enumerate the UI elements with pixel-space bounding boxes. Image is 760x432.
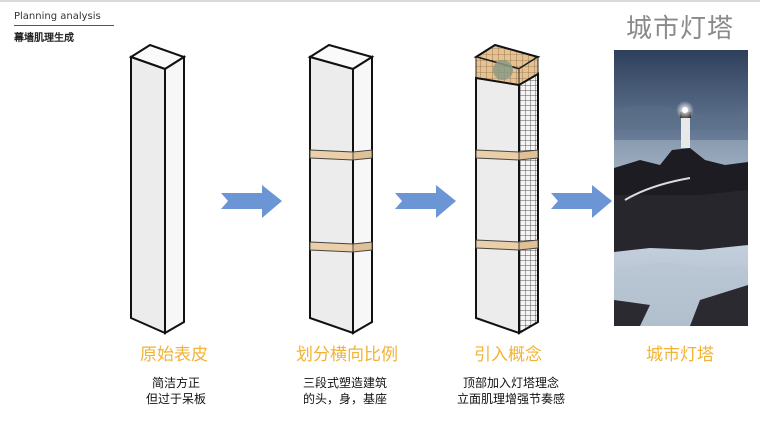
section-subtitle-en: Planning analysis	[14, 11, 101, 22]
facade-grid	[518, 72, 539, 335]
band-lower-side	[518, 239, 539, 251]
stage-label-2: 划分横向比例	[296, 345, 398, 365]
band-lower	[475, 239, 520, 251]
top-divider	[0, 0, 760, 2]
band-upper-side	[518, 149, 539, 161]
band-upper-side	[352, 149, 373, 161]
stage-desc-2: 三段式塑造建筑 的头，身，基座	[302, 376, 387, 406]
subtitle-underline	[14, 25, 114, 26]
stage-desc-3: 顶部加入灯塔理念 立面肌理增强节奏感	[456, 376, 565, 406]
right-arrow-icon	[221, 185, 282, 218]
stage-label-1: 原始表皮	[140, 345, 208, 365]
right-arrow-icon	[551, 185, 612, 218]
band-lower-side	[352, 241, 373, 253]
stage-label-3: 引入概念	[474, 345, 542, 365]
section-subtitle-cn: 幕墙肌理生成	[14, 33, 74, 44]
tower-lighthouse-concept	[473, 43, 541, 335]
lighthouse-photo	[614, 50, 748, 326]
band-lower	[309, 241, 354, 253]
band-upper	[475, 149, 520, 161]
band-upper	[309, 149, 354, 161]
right-arrow-icon	[395, 185, 456, 218]
page-title: 城市灯塔	[626, 14, 735, 44]
tower-original-facade	[128, 43, 187, 335]
lantern-globe	[493, 60, 513, 80]
stage-label-4: 城市灯塔	[646, 345, 714, 365]
tower-horizontal-division	[307, 43, 375, 335]
stage-desc-1: 简洁方正 但过于呆板	[145, 376, 206, 406]
